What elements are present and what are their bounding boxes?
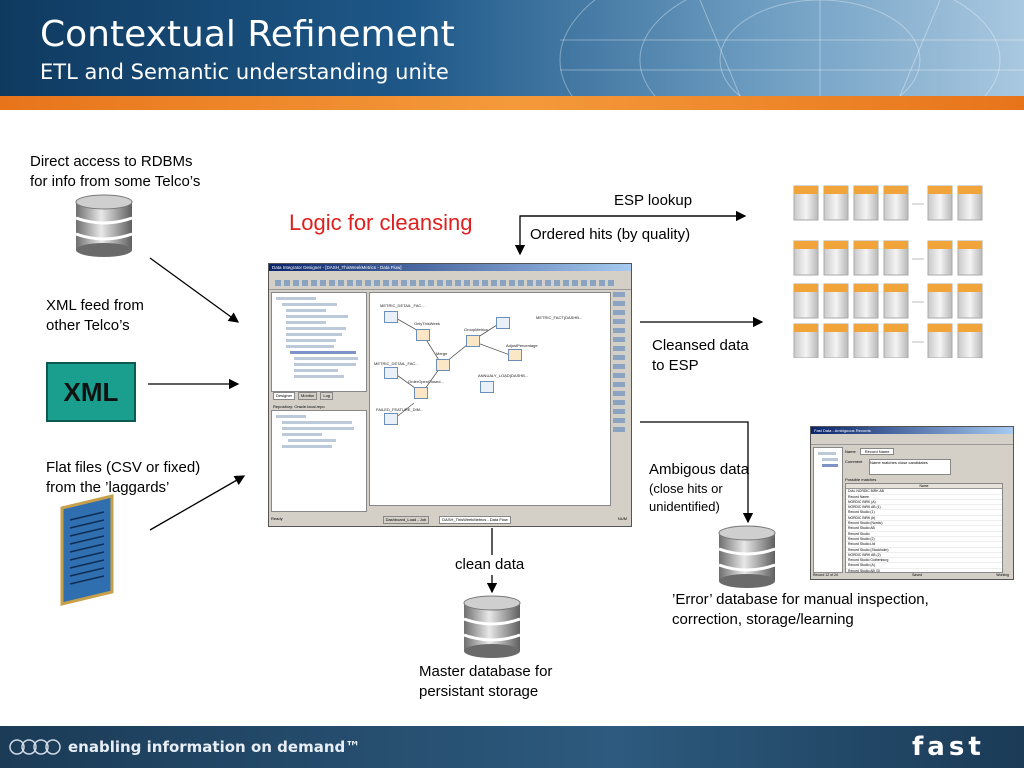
slide-title: Contextual Refinement [40, 14, 455, 55]
xml-badge: XML [46, 362, 136, 422]
flow-node [416, 329, 430, 341]
arrow-rdbms-to-logic [149, 257, 240, 323]
database-icon [463, 595, 521, 658]
etl-repository-tree [271, 410, 367, 512]
arrow-ambiguous [640, 421, 754, 524]
table-row[interactable]: Record Studio Ltd [846, 542, 1002, 548]
etl-designer-window: Data Integrator Designer - [DASH_ThisWee… [268, 263, 632, 527]
table-row[interactable]: Record Studio (1) [846, 510, 1002, 516]
file-icon [60, 494, 114, 606]
xml-feed-label: XML feed from other Telco’s [46, 297, 144, 334]
footer-tagline: enabling information on demand™ [68, 738, 361, 756]
table-row[interactable]: Record Studio AB (3) [846, 569, 1002, 572]
etl-dataflow-canvas: METRIC_DETAIL_FAC... OnlyThisWeek Merge … [369, 292, 611, 506]
error-toolbar [811, 434, 1013, 445]
flow-node [480, 381, 494, 393]
cleansed-label: Cleansed data to ESP [652, 337, 749, 374]
flow-node [384, 413, 398, 425]
server-cluster-icon [793, 185, 983, 358]
error-records-window: Fast Data - Ambiguous Records Name Recor… [810, 426, 1014, 580]
slide-subtitle: ETL and Semantic understanding unite [40, 60, 449, 84]
ordered-hits-label: Ordered hits (by quality) [530, 226, 691, 243]
table-row[interactable]: NORDIC BIRK (A) [846, 500, 1002, 506]
etl-window-titlebar: Data Integrator Designer - [DASH_ThisWee… [269, 264, 631, 271]
flow-node [436, 359, 450, 371]
header-banner: Contextual Refinement ETL and Semantic u… [0, 0, 1024, 96]
flow-node [384, 367, 398, 379]
error-db-label: ’Error’ database for manual inspection, … [672, 591, 929, 628]
section-label: Possible matches [845, 477, 877, 482]
globe-graphic [559, 0, 1024, 96]
name-field[interactable]: Record Name [859, 448, 895, 455]
master-db-label: Master database for persistant storage [419, 663, 553, 700]
flow-node [496, 317, 510, 329]
comment-label: Comment [845, 459, 863, 464]
esp-lookup-label: ESP lookup [614, 192, 693, 209]
table-row[interactable]: Record Studio (A) [846, 563, 1002, 569]
table-row[interactable]: Record Studio AB [846, 526, 1002, 532]
database-icon [718, 525, 776, 588]
clean-data-label: clean data [453, 555, 527, 575]
flow-node [414, 387, 428, 399]
rings-logo-icon [9, 739, 61, 755]
table-row[interactable]: Record Studio (2) [846, 537, 1002, 543]
name-label: Name [845, 449, 856, 454]
table-row[interactable]: NORDIC BIRK (b) [846, 516, 1002, 522]
arrow-files-to-logic [149, 475, 246, 531]
arrow-ordered-hits [514, 215, 745, 256]
etl-object-tree [271, 292, 367, 392]
comment-field[interactable]: Name matches close candidates [869, 459, 951, 475]
table-row[interactable]: DIAL NORDIC BIRK AB [846, 489, 1002, 495]
etl-statusbar: Ready Dashboard_Load - Job DASH_ThisWeek… [271, 516, 627, 524]
table-row[interactable]: Record Studio [846, 532, 1002, 537]
ambiguous-label: Ambigous data (close hits or unidentifie… [649, 461, 750, 514]
table-row[interactable]: NORDIC BIRK AB (2) [846, 553, 1002, 559]
footer-bar: enabling information on demand™ fast [0, 726, 1024, 768]
table-row[interactable]: Record Studio (Stockholm) [846, 548, 1002, 553]
database-icon [75, 194, 133, 257]
etl-tool-palette [613, 292, 625, 432]
etl-toolbar [269, 271, 631, 290]
rdbms-label: Direct access to RDBMs for info from som… [30, 153, 201, 190]
matches-header: Name [846, 484, 1002, 490]
flow-node [508, 349, 522, 361]
flat-files-label: Flat files (CSV or fixed) from the ’lagg… [46, 459, 201, 496]
error-tree [813, 447, 843, 573]
error-statusbar: Record 12 of 24 Saved Working [813, 573, 1009, 577]
table-row[interactable]: Record Name [846, 495, 1002, 500]
flow-node [384, 311, 398, 323]
footer-brand-logo: fast [912, 732, 985, 762]
flow-node [466, 335, 480, 347]
etl-tabs: Designer Monitor Log [273, 392, 363, 400]
table-row[interactable]: NORDIC BIRK AB (1) [846, 505, 1002, 511]
orange-divider [0, 96, 1024, 110]
repo-label: Repository: Oracle.local.repo [273, 404, 325, 409]
logic-label: Logic for cleansing [289, 210, 473, 235]
table-row[interactable]: Record Studio Gothenburg [846, 558, 1002, 564]
table-row[interactable]: Record Studio (Nordic) [846, 521, 1002, 527]
